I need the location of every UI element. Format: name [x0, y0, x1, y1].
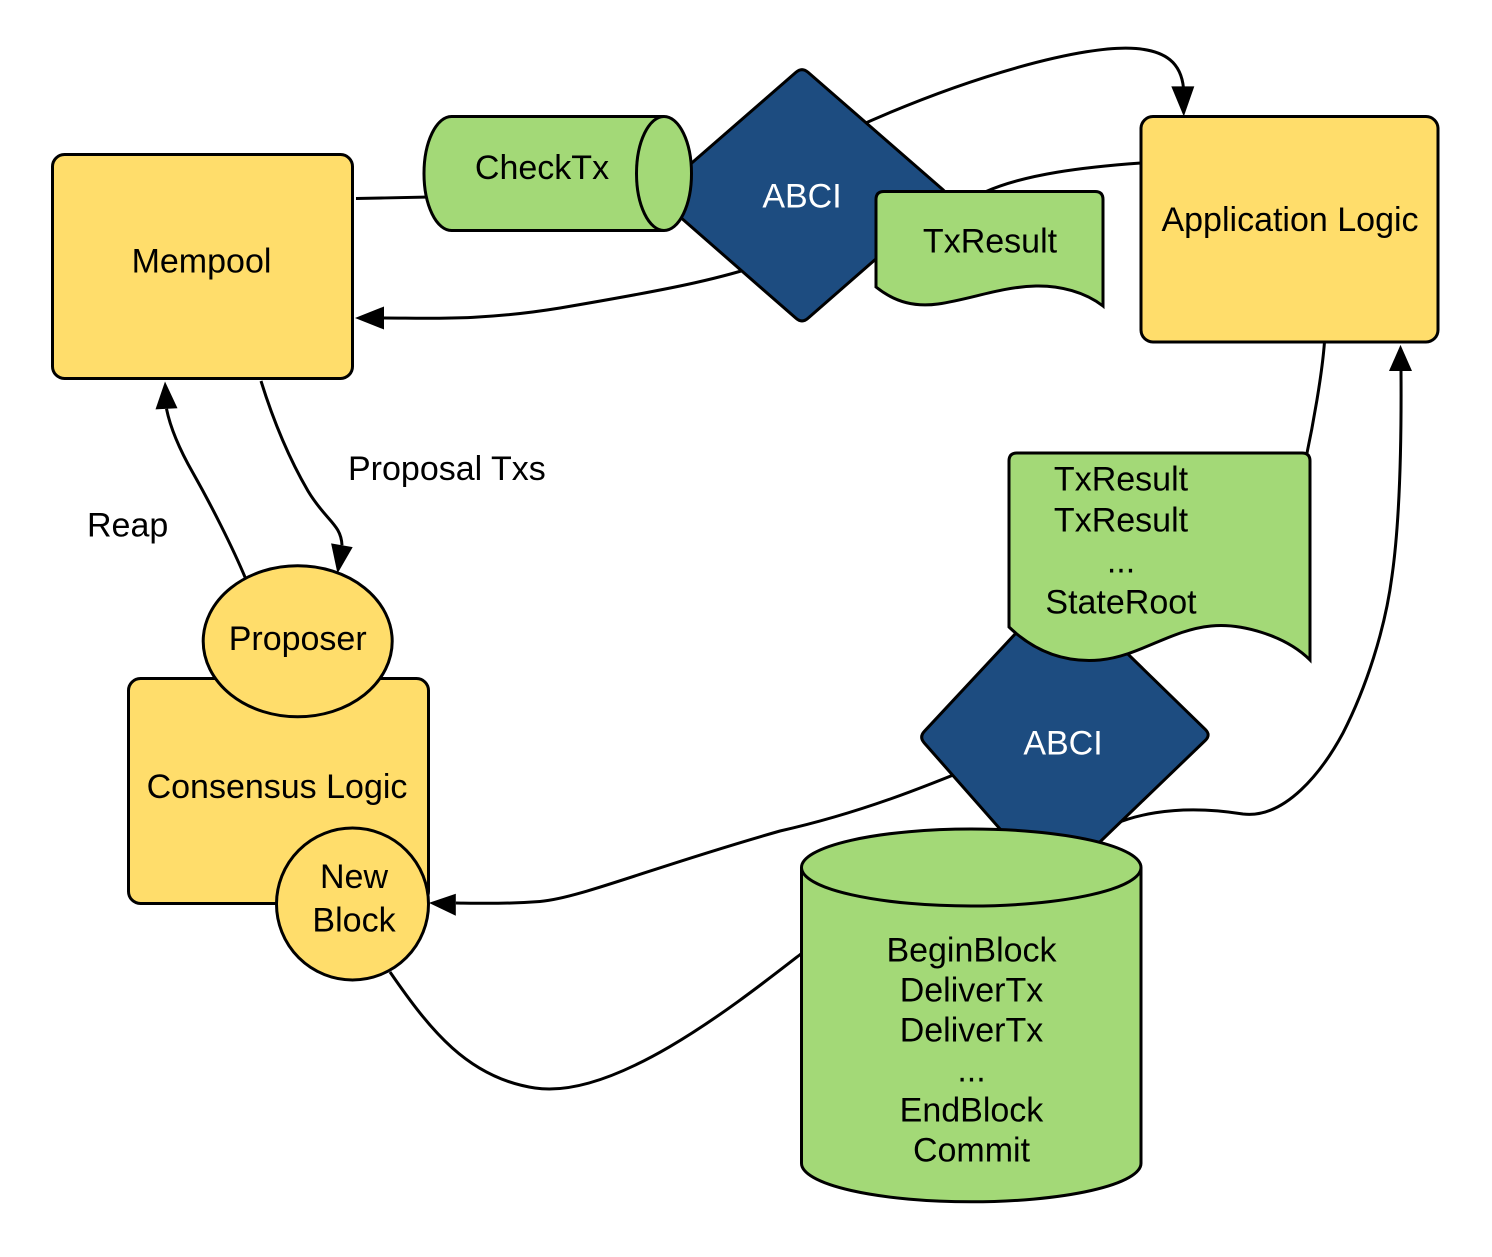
svg-text:EndBlock: EndBlock: [900, 1092, 1045, 1130]
svg-text:Application Logic: Application Logic: [1161, 201, 1418, 239]
svg-text:DeliverTx: DeliverTx: [900, 1012, 1044, 1050]
svg-text:ABCI: ABCI: [1023, 725, 1102, 763]
svg-text:TxResult: TxResult: [1054, 461, 1189, 499]
svg-text:Commit: Commit: [913, 1132, 1031, 1170]
svg-text:New: New: [320, 858, 388, 896]
svg-text:Proposer: Proposer: [229, 620, 367, 658]
svg-text:DeliverTx: DeliverTx: [900, 972, 1044, 1010]
svg-text:TxResult: TxResult: [1054, 502, 1189, 540]
svg-text:BeginBlock: BeginBlock: [886, 932, 1057, 970]
svg-text:CheckTx: CheckTx: [475, 149, 609, 187]
svg-text:TxResult: TxResult: [923, 223, 1058, 261]
svg-text:Mempool: Mempool: [132, 243, 272, 281]
svg-text:Block: Block: [312, 902, 396, 940]
svg-text:StateRoot: StateRoot: [1045, 584, 1197, 622]
svg-text:Reap: Reap: [87, 507, 168, 545]
svg-text:Consensus Logic: Consensus Logic: [147, 768, 408, 806]
svg-text:...: ...: [957, 1052, 985, 1090]
svg-text:...: ...: [1107, 543, 1135, 581]
svg-text:Proposal Txs: Proposal Txs: [348, 450, 546, 488]
svg-text:ABCI: ABCI: [762, 178, 841, 216]
